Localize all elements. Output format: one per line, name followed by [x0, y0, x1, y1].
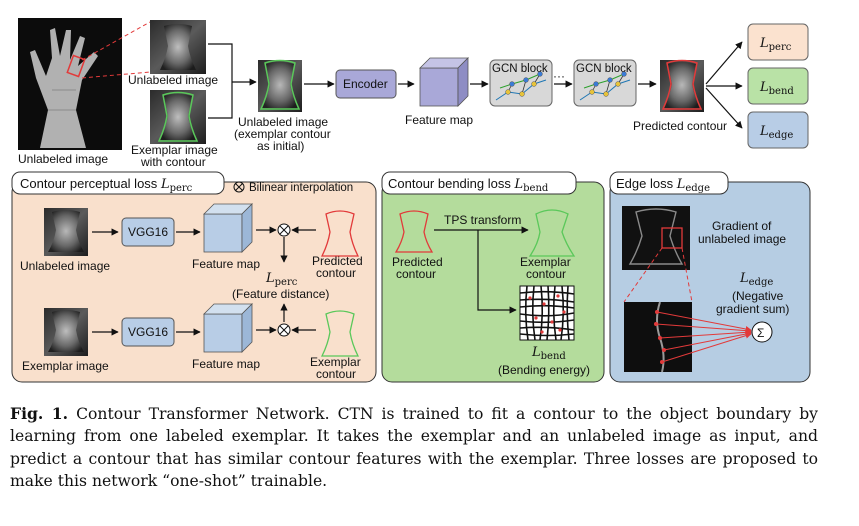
gcn-block-1: GCN block	[489, 59, 553, 107]
bend-exemplar-label-1: Exemplar	[520, 255, 571, 269]
loss-edge-box: Ledge	[747, 111, 809, 149]
hand-xray-image	[18, 18, 122, 150]
unlabeled-crop-image	[150, 20, 206, 74]
otimes-node-1	[277, 223, 291, 237]
exemplar-contour-shape-1	[320, 310, 360, 357]
perc-predicted-label-1: Predicted	[312, 254, 363, 268]
vgg16-block-2	[121, 317, 175, 347]
bend-predicted-label-1: Predicted	[392, 255, 443, 269]
otimes-icon	[233, 181, 245, 193]
loss-bend-box: Lbend	[747, 67, 809, 105]
bend-exemplar-contour-shape	[528, 209, 576, 257]
unlabeled-image-left-label: Unlabeled image	[18, 152, 108, 166]
negative-label-2: gradient sum)	[716, 302, 789, 316]
svg-text:Ledge: Ledge	[759, 124, 793, 141]
loss-perc-box: Lperc	[747, 23, 809, 61]
caption-text: Contour Transformer Network. CTN is trai…	[10, 405, 818, 491]
feature-map-label-1: Feature map	[192, 257, 260, 271]
exemplar-image-label-1: Exemplar image	[131, 143, 218, 157]
ctn-figure: Unlabeled image Unlabeled image Exemplar…	[11, 18, 811, 383]
encoder-block: Encoder	[335, 69, 397, 99]
svg-text:Contour perceptual loss Lperc: Contour perceptual loss Lperc	[20, 176, 193, 194]
svg-text:Edge loss Ledge: Edge loss Ledge	[616, 176, 710, 194]
bilinear-label: Bilinear interpolation	[249, 182, 353, 194]
tps-warped-grid	[519, 285, 575, 341]
bending-energy-label: (Bending energy)	[498, 363, 590, 377]
sum-node: Σ	[751, 321, 773, 343]
initial-label-2: (exemplar contour	[234, 127, 331, 141]
encoder-label: Encoder	[343, 77, 388, 91]
svg-text:Lbend: Lbend	[759, 80, 794, 97]
perc-unlabeled-image	[44, 208, 88, 256]
vgg16-label-2: VGG16	[128, 325, 168, 339]
initial-contour-image	[258, 59, 302, 112]
edge-loss-panel: Edge loss Ledge Gradient of unlabeled im…	[609, 171, 811, 383]
predicted-contour-top-label: Predicted contour	[633, 119, 727, 133]
gradient-image	[622, 206, 690, 270]
gcn-dots: ···	[553, 69, 565, 83]
gradient-label-2: unlabeled image	[698, 232, 786, 246]
gcn-block-1-label: GCN block	[492, 63, 548, 75]
feature-map-cube-1	[203, 203, 253, 253]
gcn-block-2: GCN block	[573, 59, 637, 107]
gcn-block-2-label: GCN block	[576, 63, 632, 75]
predicted-contour-shape-1	[320, 210, 360, 257]
perc-unlabeled-label: Unlabeled image	[20, 259, 110, 273]
bend-exemplar-label-2: contour	[526, 267, 566, 281]
bend-predicted-label-2: contour	[396, 267, 436, 281]
gradient-label-1: Gradient of	[712, 219, 772, 233]
bend-predicted-contour-shape	[394, 210, 434, 253]
perc-predicted-label-2: contour	[316, 266, 356, 280]
exemplar-image-label-2: with contour	[140, 155, 206, 169]
caption-label: Fig. 1.	[10, 404, 69, 423]
svg-text:Lperc: Lperc	[759, 36, 792, 53]
negative-label-1: (Negative	[732, 289, 784, 303]
feature-map-cube-top	[419, 57, 469, 107]
predicted-contour-image	[660, 59, 704, 112]
svg-text:Contour bending loss Lbend: Contour bending loss Lbend	[388, 176, 549, 194]
unlabeled-image-mid-label: Unlabeled image	[128, 73, 218, 87]
otimes-node-2	[277, 323, 291, 337]
perc-exemplar-image	[44, 308, 88, 356]
feature-map-cube-2	[203, 303, 253, 353]
bending-loss-panel: Contour bending loss Lbend Predicted con…	[381, 171, 605, 383]
sum-symbol: Σ	[757, 326, 764, 340]
feature-map-top-label: Feature map	[405, 113, 473, 127]
initial-label-3: as initial)	[257, 139, 304, 153]
svg-text:Lperc: Lperc	[265, 271, 298, 288]
svg-text:Ledge: Ledge	[739, 271, 773, 288]
vgg16-label-1: VGG16	[128, 225, 168, 239]
perc-exemplar-contour-label-2: contour	[316, 367, 356, 381]
exemplar-crop-image	[150, 90, 206, 144]
feature-map-label-2: Feature map	[192, 357, 260, 371]
initial-label-1: Unlabeled image	[238, 115, 328, 129]
svg-text:Lbend: Lbend	[531, 345, 566, 362]
vgg16-block-1	[121, 217, 175, 247]
perc-exemplar-label: Exemplar image	[22, 359, 109, 373]
figure-caption: Fig. 1. Contour Transformer Network. CTN…	[10, 403, 818, 493]
perc-exemplar-contour-label-1: Exemplar	[310, 355, 361, 369]
feature-distance-label: (Feature distance)	[232, 287, 329, 301]
perceptual-loss-panel: Contour perceptual loss Lperc Bilinear i…	[11, 171, 377, 383]
tps-label: TPS transform	[444, 213, 521, 227]
